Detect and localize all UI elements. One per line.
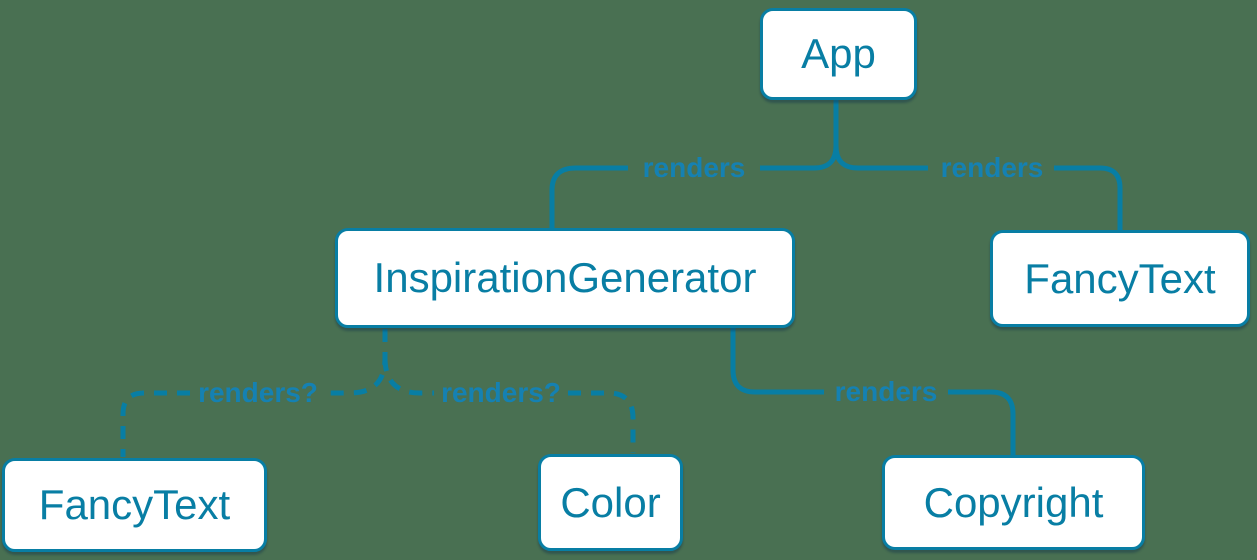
node-copyright-label: Copyright — [923, 478, 1104, 526]
node-fancytext-top: FancyText — [990, 230, 1250, 327]
node-fancytext-bottom: FancyText — [2, 458, 267, 552]
edge-label-inspirationgenerator-fancytext: renders? — [198, 377, 318, 408]
node-inspiration-generator-label: InspirationGenerator — [373, 254, 757, 301]
node-app: App — [760, 8, 917, 100]
node-color-label: Color — [560, 478, 661, 526]
node-color: Color — [538, 454, 683, 551]
node-inspiration-generator: InspirationGenerator — [335, 228, 795, 328]
edge-label-app-inspirationgenerator: renders — [642, 152, 746, 183]
node-app-label: App — [801, 30, 876, 77]
node-fancytext-bottom-label: FancyText — [38, 481, 231, 528]
edge-label-inspirationgenerator-color: renders? — [441, 377, 561, 408]
node-copyright: Copyright — [882, 455, 1145, 550]
edge-label-inspirationgenerator-copyright: renders — [834, 376, 938, 407]
edge-inspirationgenerator-copyright — [730, 328, 1016, 455]
edge-app-fancytext — [833, 100, 1123, 230]
edge-label-app-fancytext: renders — [940, 152, 1044, 183]
node-fancytext-top-label: FancyText — [1024, 254, 1216, 302]
edge-inspirationgenerator-color-dashed — [382, 357, 636, 453]
